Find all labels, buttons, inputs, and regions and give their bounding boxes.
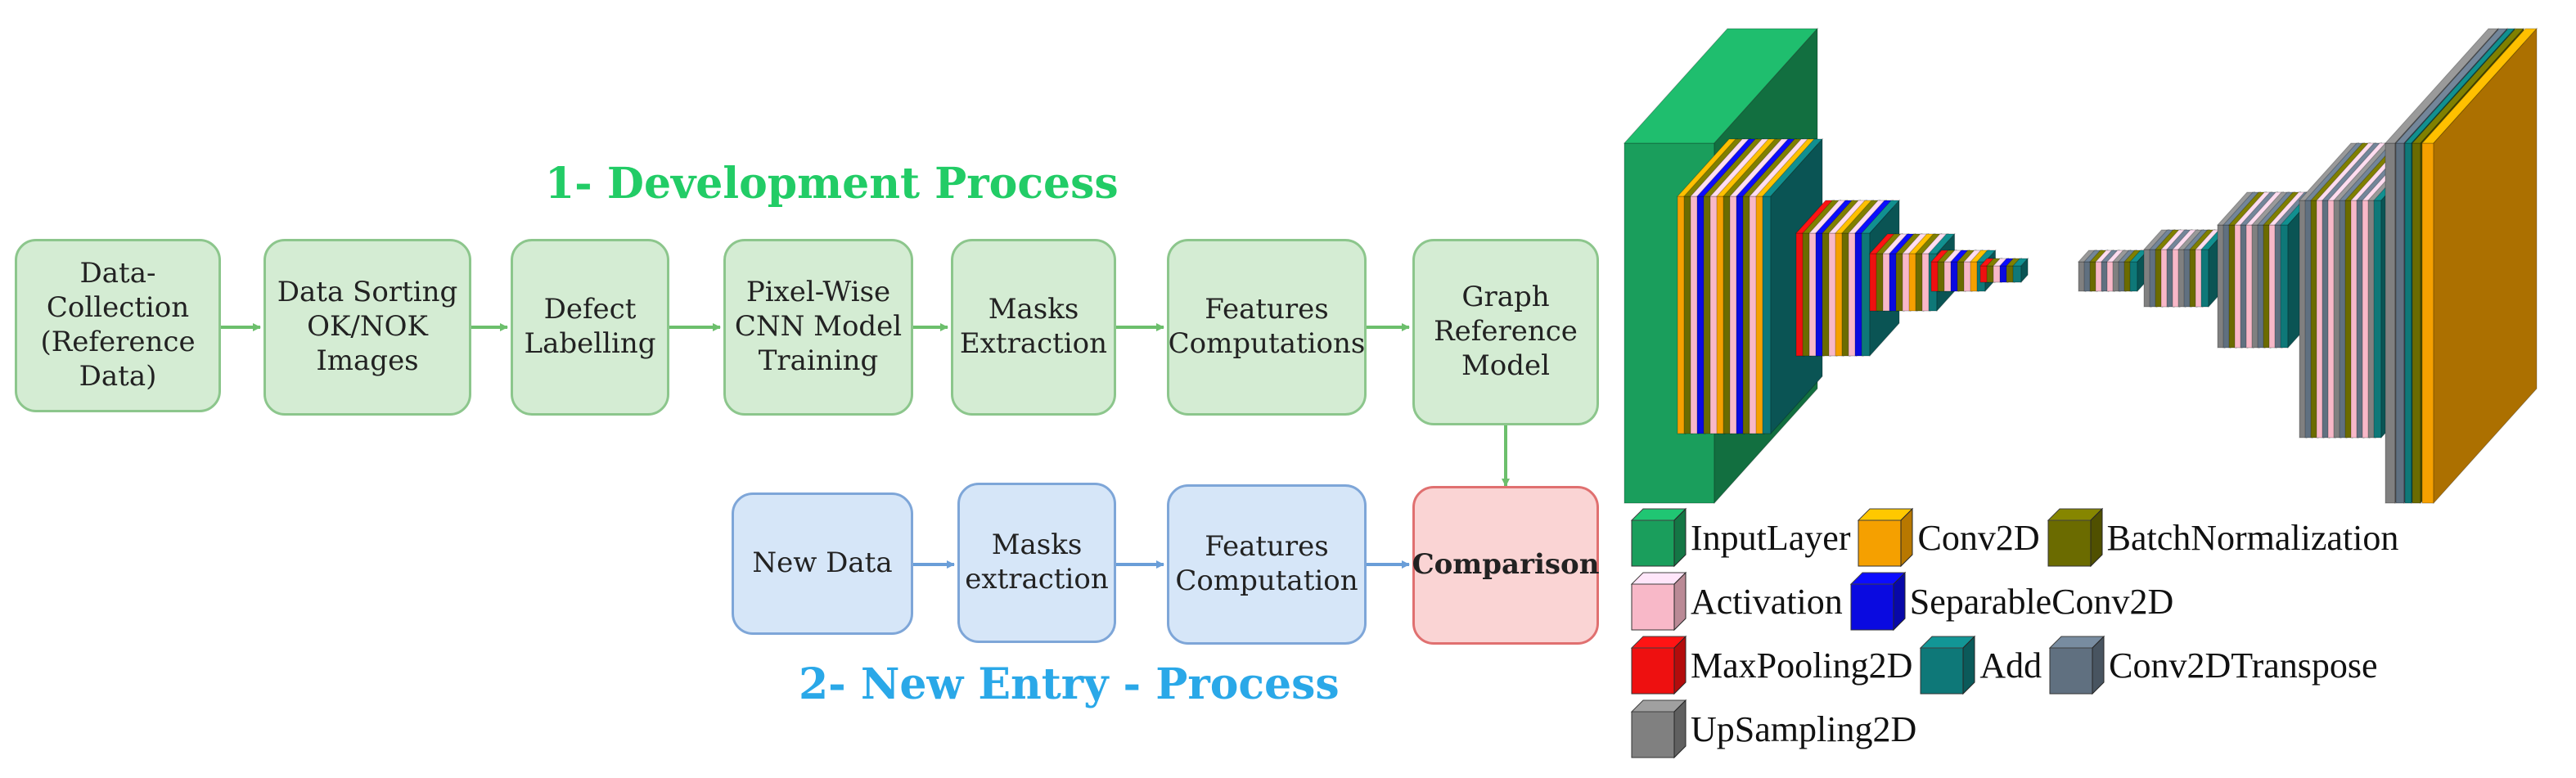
comparison-label: Comparison — [1412, 548, 1600, 582]
step-label-line: Reference — [1434, 315, 1578, 349]
step-label-line: Masks — [991, 528, 1083, 562]
legend-label: Add — [1979, 645, 2042, 686]
step-label-line: Data Sorting — [277, 276, 458, 309]
legend-item: Activation — [1628, 569, 1843, 633]
encoder-layer-slab — [2011, 257, 2029, 284]
legend-swatch — [1630, 507, 1687, 568]
step-label-line: Collection — [46, 291, 190, 325]
step-label-line: Training — [758, 344, 879, 377]
step-label-line: Defect — [543, 293, 637, 326]
step-label-line: Masks — [988, 293, 1079, 326]
legend-label: Activation — [1691, 581, 1843, 622]
legend-label: InputLayer — [1691, 517, 1851, 558]
legend-swatch — [1630, 699, 1687, 759]
unet-architecture-diagram — [1623, 27, 2538, 505]
step-label-line: Data) — [79, 359, 157, 393]
legend-row-1: InputLayer Conv2D BatchNormalization — [1628, 506, 2403, 569]
legend-swatch — [2047, 507, 2103, 568]
step-label-line: Extraction — [959, 327, 1108, 360]
step-label-line: New Data — [752, 546, 893, 580]
output-conv-slab — [2421, 27, 2538, 505]
legend-label: Conv2D — [1917, 517, 2040, 558]
legend-swatch — [1849, 571, 1906, 632]
legend-item: InputLayer — [1628, 506, 1850, 569]
new-entry-process-title: 2- New Entry - Process — [799, 659, 1340, 709]
step-label-line: extraction — [965, 563, 1109, 596]
step-label-line: Features — [1205, 293, 1329, 326]
legend-item: Conv2DTranspose — [2047, 633, 2378, 697]
step-label-line: Images — [316, 344, 419, 377]
legend-row-4: UpSampling2D — [1628, 697, 1921, 761]
step-label-line: Model — [1461, 349, 1551, 382]
legend-row-3: MaxPooling2D Add Conv2DTranspose — [1628, 633, 2383, 697]
step-label-line: Labelling — [524, 327, 656, 360]
legend-item: SeparableConv2D — [1848, 569, 2174, 633]
step-comparison: Comparison — [1412, 486, 1599, 645]
legend-item: Add — [1917, 633, 2042, 697]
legend-item: MaxPooling2D — [1628, 633, 1912, 697]
legend-swatch — [1630, 635, 1687, 695]
legend-item: UpSampling2D — [1628, 697, 1916, 761]
legend-label: SeparableConv2D — [1909, 581, 2174, 622]
legend-swatch — [1920, 635, 1976, 695]
step-label-line: Data- — [79, 257, 156, 290]
legend-item: Conv2D — [1855, 506, 2040, 569]
legend-row-2: Activation SeparableConv2D — [1628, 569, 2178, 633]
legend-label: Conv2DTranspose — [2109, 645, 2378, 686]
step-label-line: CNN Model — [734, 310, 903, 344]
legend-label: MaxPooling2D — [1691, 645, 1913, 686]
step-label-line: Graph — [1461, 281, 1550, 314]
legend-swatch — [2048, 635, 2105, 695]
step-new-data: New Data — [732, 492, 913, 635]
step-label-line: Features — [1205, 530, 1329, 564]
legend-swatch — [1858, 507, 1914, 568]
step-label-line: (Reference — [40, 326, 196, 358]
legend-item: BatchNormalization — [2045, 506, 2399, 569]
step-label-line: Computation — [1175, 564, 1358, 597]
step-label-line: Pixel-Wise — [745, 276, 891, 309]
step-label-line: Computations — [1168, 327, 1366, 360]
development-process-title: 1- Development Process — [545, 159, 1119, 209]
legend-swatch — [1630, 571, 1687, 632]
legend-label: UpSampling2D — [1691, 708, 1917, 749]
step-label-line: OK/NOK — [307, 310, 428, 344]
legend-label: BatchNormalization — [2106, 517, 2399, 558]
